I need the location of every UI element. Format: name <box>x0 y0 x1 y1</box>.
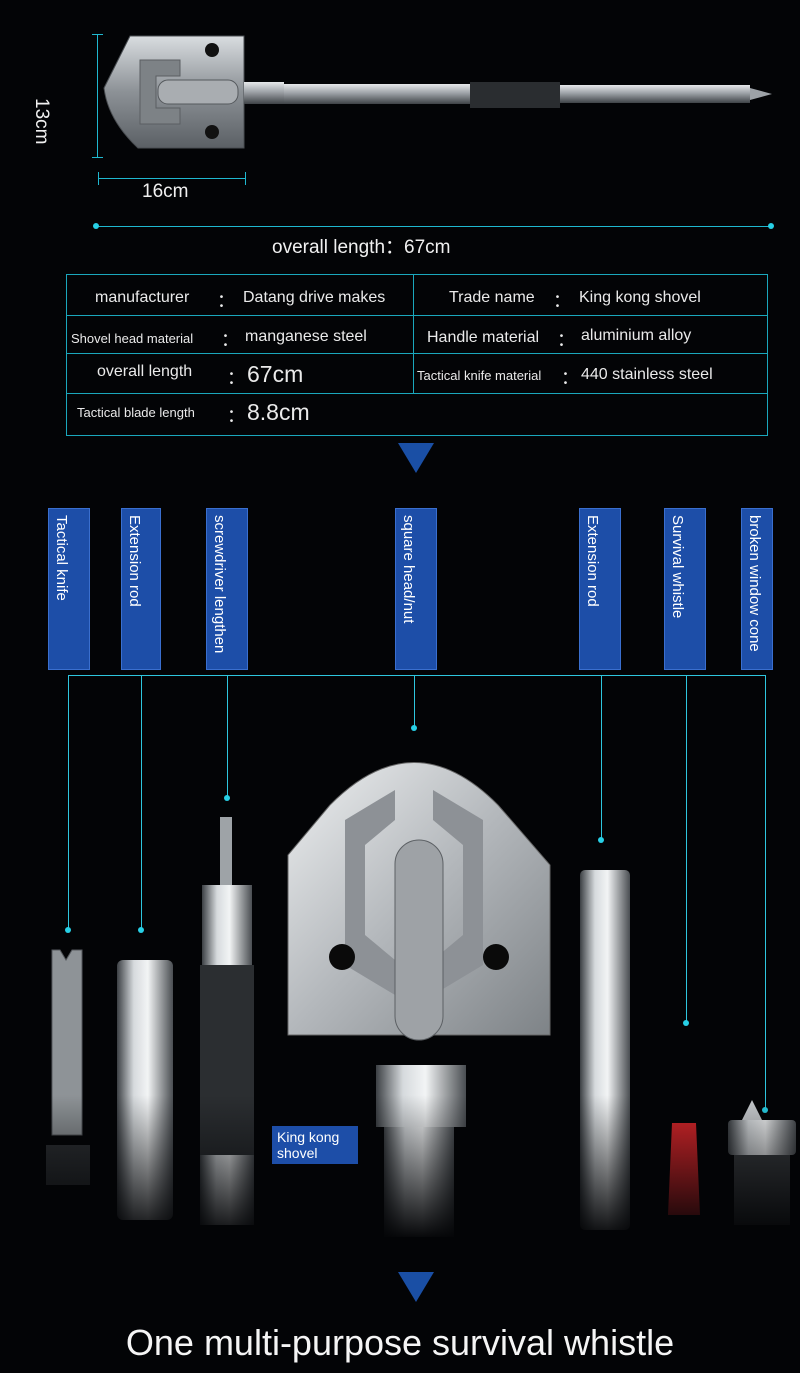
trade-name-label: Trade name <box>449 289 535 306</box>
connector-line <box>227 675 228 798</box>
parts-illustration <box>0 762 800 1240</box>
knife-material-label: Tactical knife material <box>417 368 542 383</box>
part-label-survival-whistle: Survival whistle <box>664 508 706 670</box>
colon: ： <box>553 291 571 311</box>
handle-value: aluminium alloy <box>581 327 692 344</box>
part-label-screwdriver: screwdriver lengthen <box>206 508 248 670</box>
connector-dot <box>138 927 144 933</box>
connector-line <box>765 675 766 1110</box>
overall-length-spec-value: 67cm <box>247 361 304 387</box>
overall-length-line <box>96 226 772 227</box>
connector-line <box>141 675 142 930</box>
dimension-height-line <box>92 34 103 158</box>
colon: ： <box>561 368 579 388</box>
spec-row-divider <box>67 315 767 316</box>
blade-length-value: 8.8cm <box>247 399 310 425</box>
spec-row-divider <box>67 353 767 354</box>
overall-length-spec-label: overall length <box>97 363 193 380</box>
overall-length-label: overall length：67cm <box>272 237 451 258</box>
blade-length-label: Tactical blade length <box>77 405 195 420</box>
spec-table: manufacturer ： Datang drive makes Trade … <box>66 274 768 436</box>
spec-col-divider <box>413 275 414 393</box>
part-label-extension-rod-2: Extension rod <box>579 508 621 670</box>
overall-length-dot-left <box>93 223 99 229</box>
arrow-down-icon <box>398 1272 434 1302</box>
dimension-width-line <box>98 172 246 185</box>
assembled-shovel-image <box>103 35 772 149</box>
colon: ： <box>227 368 245 388</box>
manufacturer-value: Datang drive makes <box>243 289 386 306</box>
knife-material-value: 440 stainless steel <box>581 366 713 383</box>
trade-name-value: King kong shovel <box>579 289 701 306</box>
overall-length-dot-right <box>768 223 774 229</box>
connector-line <box>601 675 602 840</box>
connector-dot <box>598 837 604 843</box>
part-label-broken-window-cone: broken window cone <box>741 508 773 670</box>
bottom-title: One multi-purpose survival whistle <box>125 1322 675 1363</box>
spec-row-divider <box>67 393 767 394</box>
connector-dot <box>224 795 230 801</box>
connector-dot <box>411 725 417 731</box>
manufacturer-label: manufacturer <box>95 289 190 306</box>
connector-line <box>686 675 687 1023</box>
connector-dot <box>683 1020 689 1026</box>
product-name-label: King kong shovel <box>272 1126 358 1164</box>
part-label-tactical-knife: Tactical knife <box>48 508 90 670</box>
arrow-down-icon <box>398 443 434 473</box>
connector-line <box>414 675 415 728</box>
part-label-square-head: square head/nut <box>395 508 437 670</box>
dimension-height-label: 13cm <box>31 98 52 145</box>
shovel-head-label: Shovel head material <box>71 331 194 346</box>
connector-line <box>68 675 765 676</box>
part-label-extension-rod-1: Extension rod <box>121 508 161 670</box>
dimension-width-label: 16cm <box>142 181 189 202</box>
connector-line <box>68 675 69 930</box>
colon: ： <box>227 406 245 426</box>
connector-dot <box>65 927 71 933</box>
colon: ： <box>557 330 575 350</box>
colon: ： <box>221 330 239 350</box>
shovel-head-value: manganese steel <box>245 328 367 345</box>
colon: ： <box>217 291 235 311</box>
handle-label: Handle material <box>427 329 540 346</box>
